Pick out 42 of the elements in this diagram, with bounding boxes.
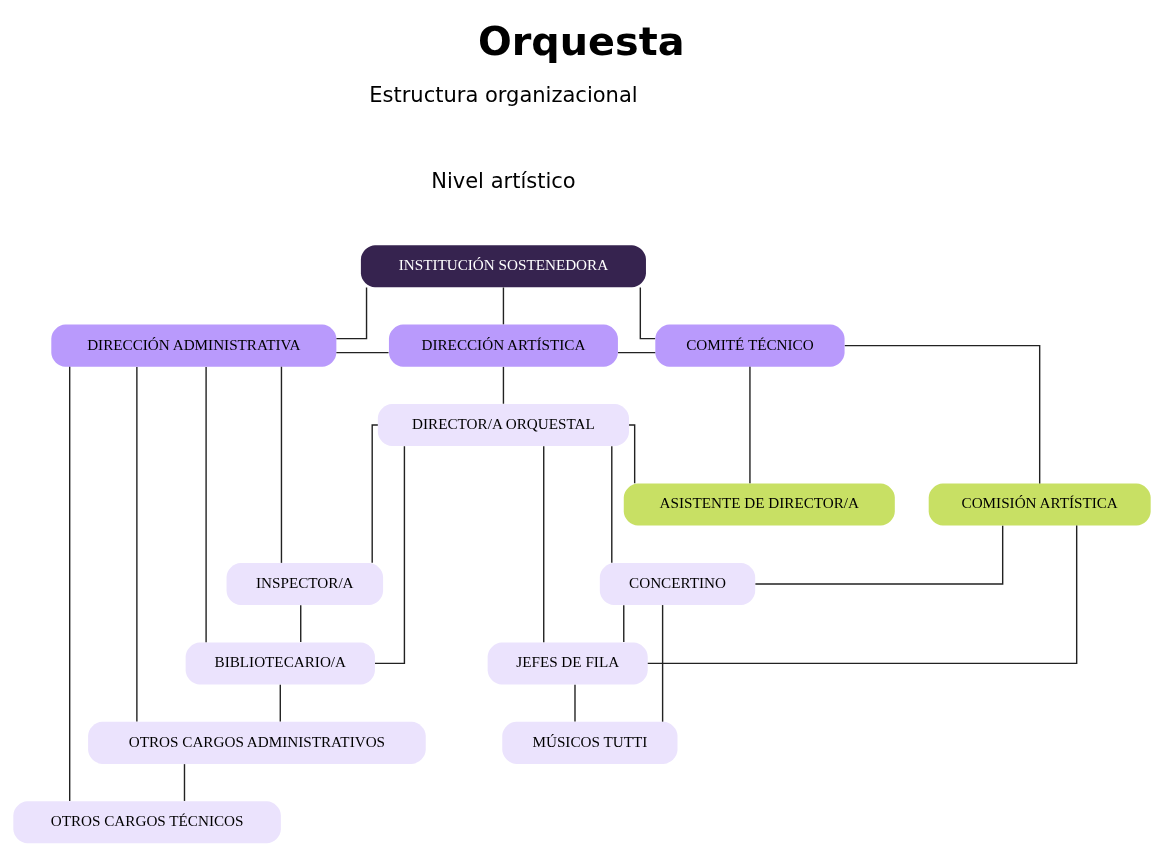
connector	[574, 684, 576, 723]
connector	[279, 684, 281, 723]
connector	[335, 286, 368, 340]
connector	[611, 445, 613, 564]
node-box: ASISTENTE DE DIRECTOR/A	[623, 483, 895, 526]
label: Estructura organizacional	[369, 81, 638, 107]
connector	[280, 366, 283, 564]
node-box: OTROS CARGOS ADMINISTRATIVOS	[88, 721, 426, 764]
node-box: DIRECCIÓN ARTÍSTICA	[388, 324, 618, 367]
node-box: INSTITUCIÓN SOSTENEDORA	[360, 245, 646, 288]
connector	[639, 286, 656, 340]
node-box: DIRECTOR/A ORQUESTAL	[377, 404, 629, 447]
connector	[371, 424, 379, 564]
node-box: DIRECCIÓN ADMINISTRATIVA	[51, 324, 337, 367]
node-box: INSPECTOR/A	[226, 562, 384, 605]
connector	[617, 351, 656, 354]
connector	[136, 366, 138, 723]
node-box: MÚSICOS TUTTI	[502, 721, 678, 764]
connector	[623, 604, 625, 643]
connector	[844, 344, 1041, 485]
connector	[628, 424, 636, 484]
connector	[205, 366, 207, 643]
node-box: COMITÉ TÉCNICO	[655, 324, 845, 367]
node-box: JEFES DE FILA	[487, 642, 648, 685]
connector	[502, 366, 505, 405]
connector	[543, 445, 545, 643]
connector	[335, 351, 390, 354]
node-box: CONCERTINO	[599, 562, 756, 605]
connector	[183, 763, 186, 802]
connector	[502, 286, 505, 325]
connector	[374, 445, 406, 665]
connector	[749, 366, 751, 485]
node-box: OTROS CARGOS TÉCNICOS	[13, 801, 281, 844]
connector	[300, 604, 302, 643]
connector	[661, 604, 664, 723]
connector	[69, 366, 71, 802]
connector	[754, 525, 1004, 585]
node-box: BIBLIOTECARIO/A	[185, 642, 375, 685]
node-box: COMISIÓN ARTÍSTICA	[928, 483, 1151, 526]
diagram-title: Orquesta	[478, 17, 685, 64]
label: Nivel artístico	[431, 168, 576, 194]
connector	[647, 524, 1078, 665]
